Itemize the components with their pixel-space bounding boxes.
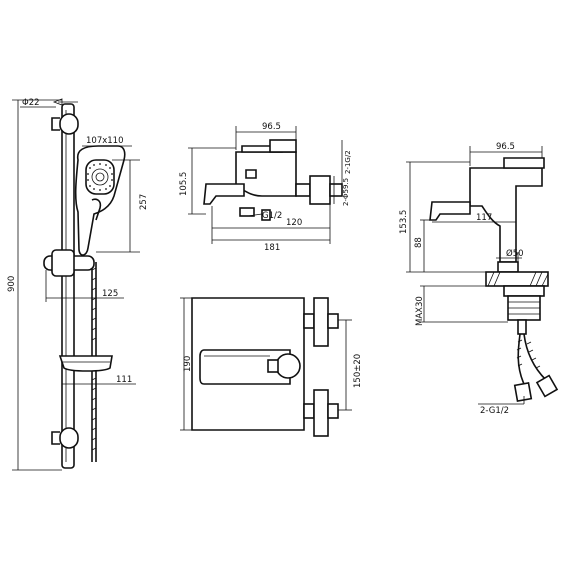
dim-basin-top-width: 96.5 [496,142,515,152]
dim-basin-height: 153.5 [399,210,409,234]
dim-escutcheon: 2-Φ59.5 [342,178,350,206]
dim-spout-height: 88 [414,237,424,248]
bath-mixer-side-drawing [203,139,343,221]
bath-mixer-front-drawing [191,297,339,437]
dim-height: 105.5 [179,172,189,196]
shower-set-drawing [43,103,126,469]
dim-soap-depth: 111 [116,375,132,385]
dim-holder-depth: 125 [102,289,118,299]
dim-bar-diameter: Φ22 [22,98,40,108]
dim-head-size: 107x110 [86,136,123,146]
dim-front-height: 190 [183,356,193,372]
shower-set-dimensions: Φ22 900 107x110 257 125 111 [7,98,149,471]
dim-total-length: 181 [264,243,280,253]
basin-mixer-drawing [429,157,559,403]
dim-outlet-thread: 2-1G/2 [344,150,352,174]
dim-centers: 150±20 [353,354,363,388]
bath-mixer-front-dimensions: 190 150±20 [180,297,363,431]
dim-spout-thread: G1/2 [262,211,282,221]
basin-mixer-dimensions: 96.5 153.5 88 117 Ø50 MAX30 2-G1/2 [399,142,543,416]
dim-total-height: 900 [7,276,17,292]
dim-basin-spout-reach: 117 [476,213,492,223]
bath-mixer-side-dimensions: 96.5 105.5 2-1G/2 2-Φ59.5 G1/2 120 181 [179,122,352,253]
dim-spout-reach: 120 [286,218,302,228]
dim-max-deck: MAX30 [415,296,425,326]
dim-head-height: 257 [139,194,149,210]
dim-top-width: 96.5 [262,122,281,132]
dim-hose-thread: 2-G1/2 [480,406,509,416]
dim-base-dia: Ø50 [506,248,524,259]
